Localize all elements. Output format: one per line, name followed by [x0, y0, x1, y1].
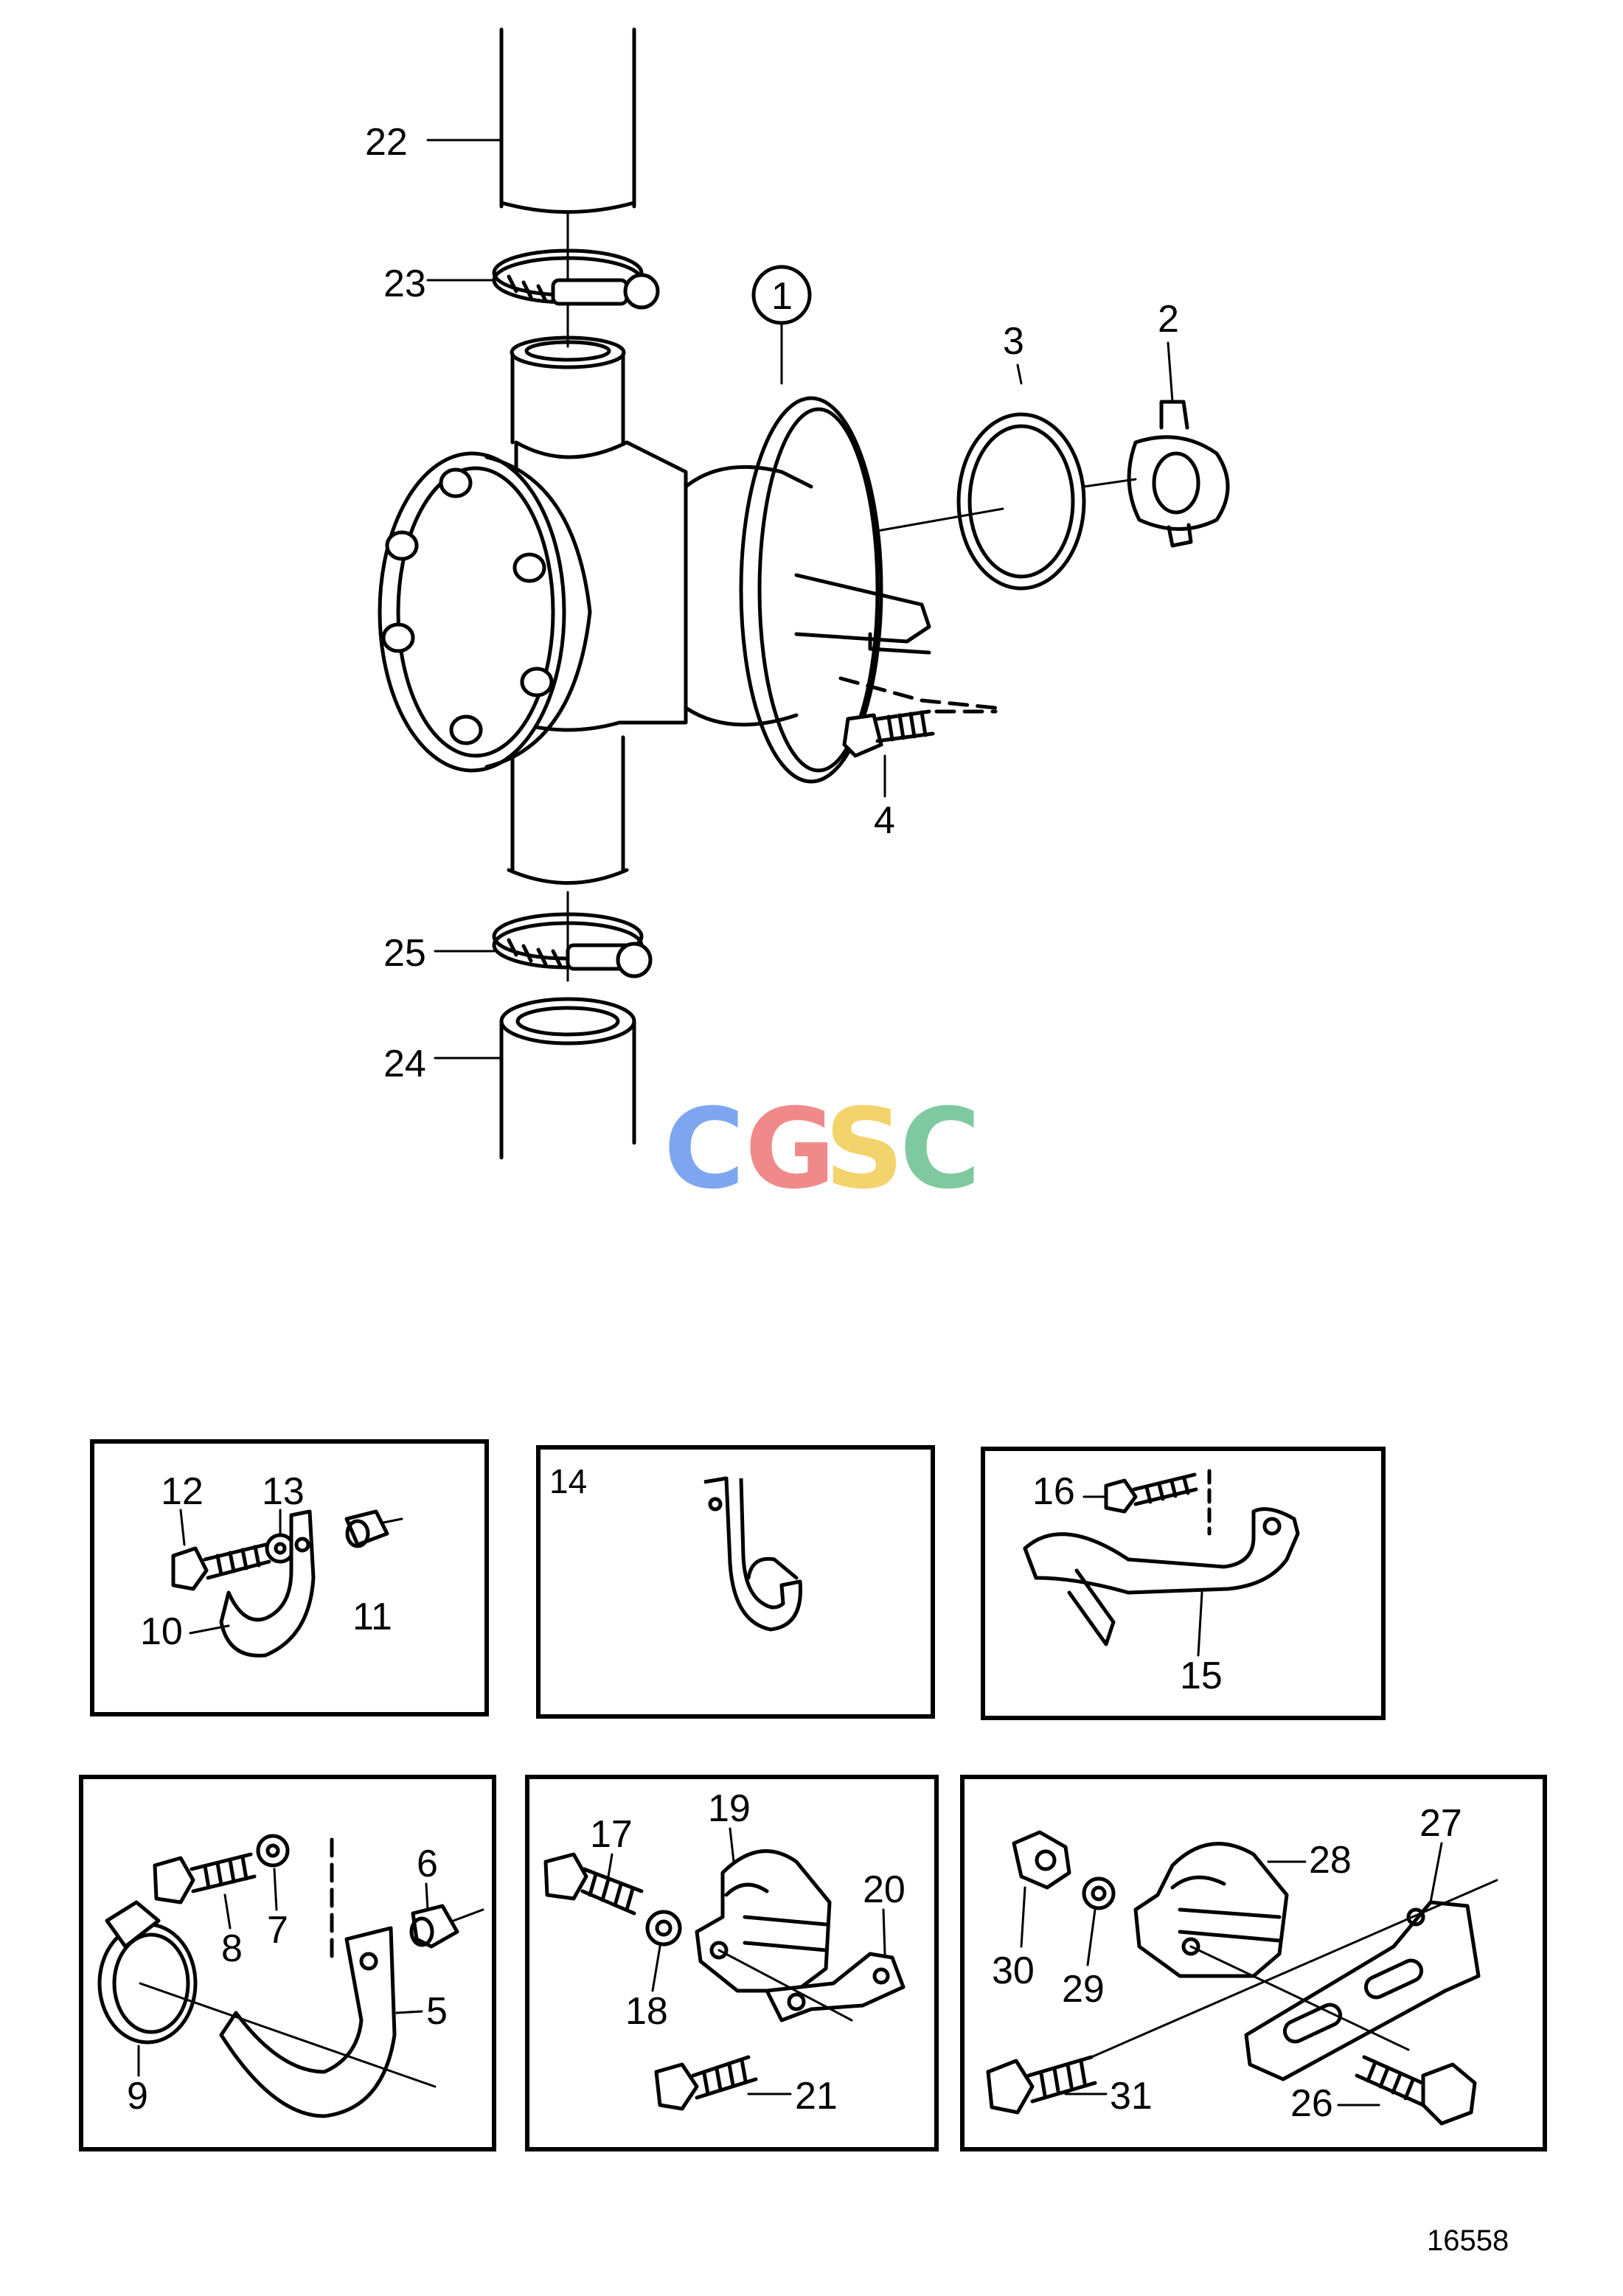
callout-6: 6: [417, 1843, 438, 1885]
callout-8: 8: [221, 1927, 243, 1970]
watermark-letter: S: [824, 1085, 904, 1214]
callout-9: 9: [127, 2075, 148, 2118]
hose-lower-part-24: [499, 997, 636, 1160]
figure-number: 16558: [1427, 2224, 1509, 2257]
callout-19: 19: [708, 1787, 751, 1830]
inset-box-clamp-parts-17-21: [525, 1775, 939, 2151]
callout-31: 31: [1110, 2075, 1153, 2118]
callout-25: 25: [383, 932, 426, 975]
callout-11: 11: [352, 1596, 392, 1638]
inset-box-clamp-parts-5-9: [79, 1775, 496, 2151]
callout-1: 1: [771, 275, 793, 318]
o-ring-part-3: [956, 412, 1086, 591]
hose-clamp-part-25: [492, 912, 653, 978]
callout-27: 27: [1419, 1802, 1462, 1845]
callout-22: 22: [365, 121, 408, 164]
callout-14: 14: [549, 1462, 587, 1500]
callout-2: 2: [1158, 298, 1179, 341]
inset-box-bracket-parts-26-31: [960, 1775, 1547, 2151]
inset-box-clip-parts-10-13: [90, 1439, 489, 1716]
callout-21: 21: [795, 2075, 838, 2118]
watermark-letter: C: [900, 1085, 981, 1214]
callout-10: 10: [140, 1610, 183, 1653]
callout-13: 13: [262, 1470, 305, 1513]
hose-upper-part-22: [499, 27, 636, 214]
callout-29: 29: [1062, 1968, 1105, 2011]
callout-4: 4: [874, 799, 895, 842]
callout-28: 28: [1309, 1839, 1352, 1882]
callout-20: 20: [863, 1868, 906, 1911]
callout-7: 7: [267, 1909, 288, 1952]
callout-12: 12: [161, 1470, 204, 1513]
hose-clamp-part-23: [492, 248, 660, 310]
screw-part-4: [842, 709, 935, 758]
callout-15: 15: [1180, 1655, 1223, 1697]
callout-3: 3: [1003, 320, 1024, 363]
callout-16: 16: [1032, 1470, 1075, 1513]
inset-box-strap-parts-15-16: [981, 1447, 1386, 1720]
callout-23: 23: [383, 262, 426, 305]
inset-box-clip-part-14: [536, 1445, 935, 1719]
callout-24: 24: [383, 1043, 426, 1085]
callout-17: 17: [590, 1813, 633, 1856]
watermark-letter: G: [745, 1085, 835, 1214]
callout-5: 5: [426, 1990, 448, 2033]
cgsc-watermark: C G S C: [664, 1085, 981, 1214]
callout-18: 18: [625, 1990, 668, 2033]
callout-26: 26: [1290, 2082, 1333, 2125]
callout-30: 30: [992, 1949, 1035, 1992]
coupling-part-2: [1127, 400, 1230, 548]
pump-body-part-1: [378, 335, 931, 885]
watermark-letter: C: [664, 1085, 745, 1214]
